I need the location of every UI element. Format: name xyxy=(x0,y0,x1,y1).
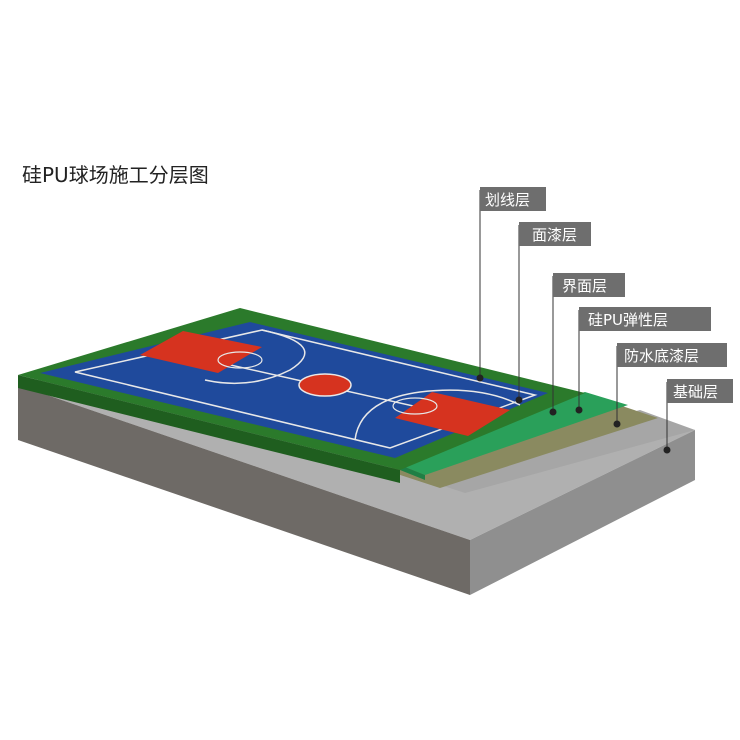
marking-dot xyxy=(476,374,484,382)
label-elastic: 硅PU弹性层 xyxy=(575,307,711,414)
right-three-point-arc xyxy=(354,389,521,441)
base-dot xyxy=(663,446,671,454)
base-label: 基础层 xyxy=(673,383,718,401)
right-key xyxy=(395,392,510,436)
diagram-title: 硅PU球场施工分层图 xyxy=(22,163,209,187)
left-key xyxy=(140,331,262,373)
left-three-point-arc xyxy=(204,329,306,385)
center-circle xyxy=(298,373,352,397)
topcoat-dot xyxy=(515,396,523,404)
primer-layer xyxy=(385,402,658,488)
label-primer: 防水底漆层 xyxy=(613,343,727,428)
interface-label: 界面层 xyxy=(562,277,607,295)
marking-label: 划线层 xyxy=(485,191,530,209)
interface-dot xyxy=(549,408,557,416)
court-surface xyxy=(18,308,585,483)
elastic-dot xyxy=(575,406,583,414)
label-topcoat: 面漆层 xyxy=(515,222,591,404)
label-interface: 界面层 xyxy=(549,273,625,416)
label-marking: 划线层 xyxy=(476,187,546,382)
label-base: 基础层 xyxy=(663,379,733,454)
topcoat-label: 面漆层 xyxy=(532,226,577,244)
primer-dot xyxy=(613,420,621,428)
primer-label: 防水底漆层 xyxy=(624,347,699,365)
elastic-label: 硅PU弹性层 xyxy=(588,311,668,329)
